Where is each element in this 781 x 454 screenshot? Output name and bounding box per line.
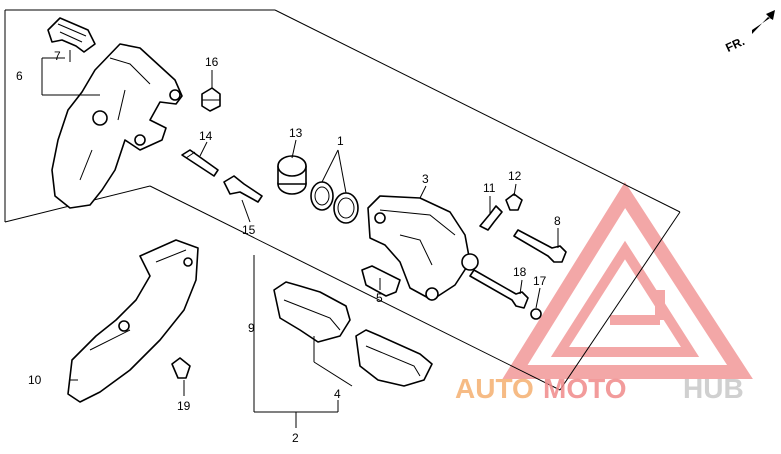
label-4: 4 [334, 387, 341, 401]
part-10-disc-guard [67, 239, 199, 403]
part-19-bolt [171, 357, 191, 379]
label-6: 6 [16, 69, 23, 83]
part-8-pin-bolt [513, 229, 567, 263]
label-8: 8 [554, 214, 561, 228]
part-5-pad-spring [361, 265, 401, 297]
label-9: 9 [248, 321, 255, 335]
fr-label: FR. [723, 34, 746, 55]
part-17-cap [530, 308, 542, 320]
part-15-bolt [223, 175, 263, 203]
label-7: 7 [54, 49, 61, 63]
part-14-pin [181, 149, 219, 177]
part-13-piston [277, 155, 307, 195]
leader-lines [41, 50, 559, 428]
part-2-brake-pads [273, 281, 433, 387]
watermark-text: AUTO MOTO HUB [455, 373, 744, 404]
part-6-caliper-bracket [51, 43, 183, 209]
front-direction-arrow: FR. [723, 10, 775, 55]
part-18-pin [469, 269, 529, 309]
watermark-auto: AUTO [455, 373, 534, 404]
part-number-labels: 1 2 3 4 5 6 7 8 9 10 11 12 13 14 15 16 1… [16, 49, 561, 445]
part-12-bleeder-cap [505, 193, 523, 211]
part-16-cap [201, 87, 221, 112]
label-3: 3 [422, 172, 429, 186]
assembly-outline [4, 9, 681, 391]
part-1-seals [310, 181, 359, 224]
label-17: 17 [533, 274, 547, 288]
part-7-clip [47, 17, 96, 53]
label-13: 13 [289, 126, 303, 140]
label-14: 14 [199, 129, 213, 143]
label-15: 15 [242, 223, 256, 237]
label-2: 2 [292, 431, 299, 445]
watermark-hub: HUB [683, 373, 744, 404]
label-12: 12 [508, 169, 522, 183]
part-3-caliper-body [367, 195, 479, 301]
label-16: 16 [205, 55, 219, 69]
watermark-logo [502, 181, 753, 379]
watermark-moto: MOTO [543, 373, 626, 404]
part-11-bleeder [479, 205, 503, 231]
label-5: 5 [376, 291, 383, 305]
label-10: 10 [28, 373, 42, 387]
label-19: 19 [177, 399, 191, 413]
label-1: 1 [337, 134, 344, 148]
label-18: 18 [513, 265, 527, 279]
label-11: 11 [483, 181, 496, 195]
